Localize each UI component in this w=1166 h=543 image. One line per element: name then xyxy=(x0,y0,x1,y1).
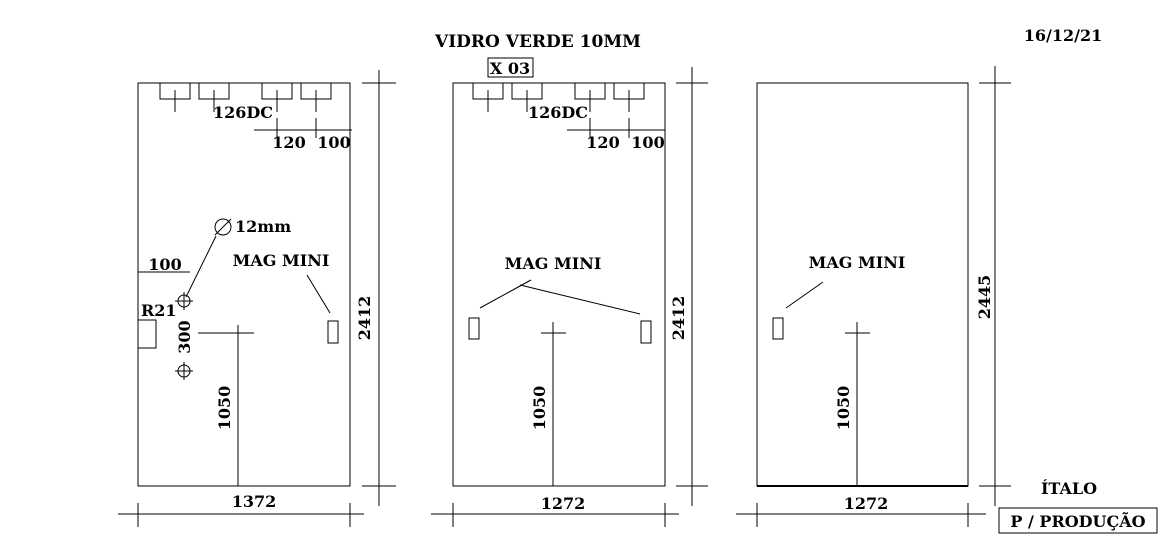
lock-leader xyxy=(785,281,824,309)
quantity-box xyxy=(487,57,534,78)
panel-3-height: 2445 xyxy=(975,275,994,320)
panel-1-center-height: 1050 xyxy=(215,386,234,431)
panel-2-outline xyxy=(452,82,666,487)
panel-3-lock-label: MAG MINI xyxy=(809,253,906,272)
magnetic-lock xyxy=(772,317,784,340)
panel-1-hinge-label: 126DC xyxy=(213,103,273,122)
panel-2-hinge-label: 126DC xyxy=(528,103,588,122)
panel-2-height: 2412 xyxy=(669,296,688,341)
lock-leader xyxy=(519,284,641,315)
panel-1-hole-label: 12mm xyxy=(235,217,291,236)
panel-2-center-height: 1050 xyxy=(530,386,549,431)
panel-1-height: 2412 xyxy=(355,296,374,341)
panel-2-hinge-dim-b: 100 xyxy=(631,133,664,152)
destination-label: P / PRODUÇÃO xyxy=(1010,510,1145,531)
magnetic-lock xyxy=(640,320,652,344)
lock-leader xyxy=(306,274,331,314)
panel-1-lock-label: MAG MINI xyxy=(233,251,330,270)
drawing-date: 16/12/21 xyxy=(1024,26,1102,45)
panel-1-outline xyxy=(137,82,351,487)
panel-3-width: 1272 xyxy=(844,494,889,513)
panel-1-width: 1372 xyxy=(232,492,277,511)
magnetic-lock xyxy=(327,320,339,344)
panel-1-hinge-dim-b: 100 xyxy=(317,133,350,152)
panel-3-center-height: 1050 xyxy=(834,386,853,431)
panel-3: MAG MINI 1050 2445 1272 xyxy=(736,66,1011,527)
panel-2-lock-label: MAG MINI xyxy=(505,254,602,273)
panel-2: 126DC 120 100 MAG MINI 1050 2412 1272 xyxy=(431,67,708,527)
author-name: ÍTALO xyxy=(1041,478,1097,498)
quantity-label: X 03 xyxy=(490,59,530,78)
panel-1-hinges xyxy=(159,83,332,112)
panel-2-hinges xyxy=(472,83,645,112)
lock-leader xyxy=(479,279,532,309)
drawing-title: VIDRO VERDE 10MM xyxy=(434,32,641,52)
magnetic-lock xyxy=(468,317,480,340)
panel-2-width: 1272 xyxy=(541,494,586,513)
panel-1-hole-spacing: 300 xyxy=(175,320,194,353)
panel-1-hole-offset: 100 xyxy=(148,255,181,274)
hole-diameter-slash xyxy=(214,218,232,236)
panel-1-hinge-dim-a: 120 xyxy=(272,133,305,152)
panel-1-radius-label: R21 xyxy=(141,301,177,320)
panel-2-hinge-dim-a: 120 xyxy=(586,133,619,152)
panel-3-outline xyxy=(756,82,969,487)
hole-leader xyxy=(185,235,217,298)
panel-1: 126DC 120 100 12mm 100 300 R21 1050 MAG … xyxy=(118,70,396,527)
handle-cutout xyxy=(137,319,157,349)
destination-box xyxy=(998,507,1158,534)
hole-diameter-icon xyxy=(214,218,232,236)
